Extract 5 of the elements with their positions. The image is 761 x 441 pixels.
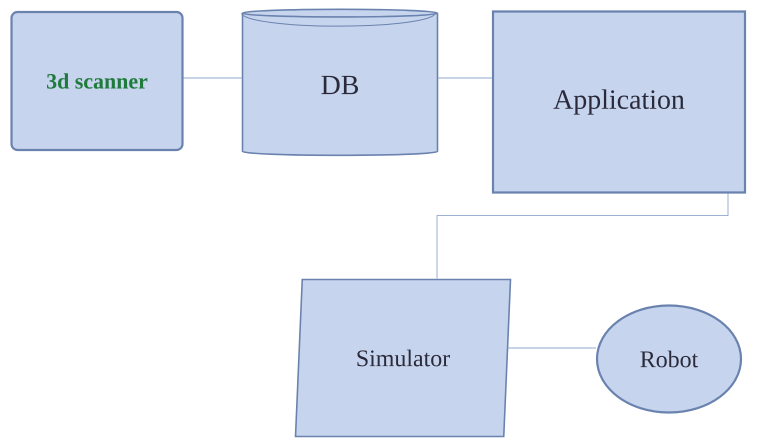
- scanner-box: 3d scanner: [10, 10, 184, 152]
- process-box: Application: [492, 10, 746, 194]
- connector-line: [436, 193, 728, 280]
- database-cylinder: DB: [242, 8, 438, 156]
- data-parallelogram: Simulator: [294, 278, 512, 438]
